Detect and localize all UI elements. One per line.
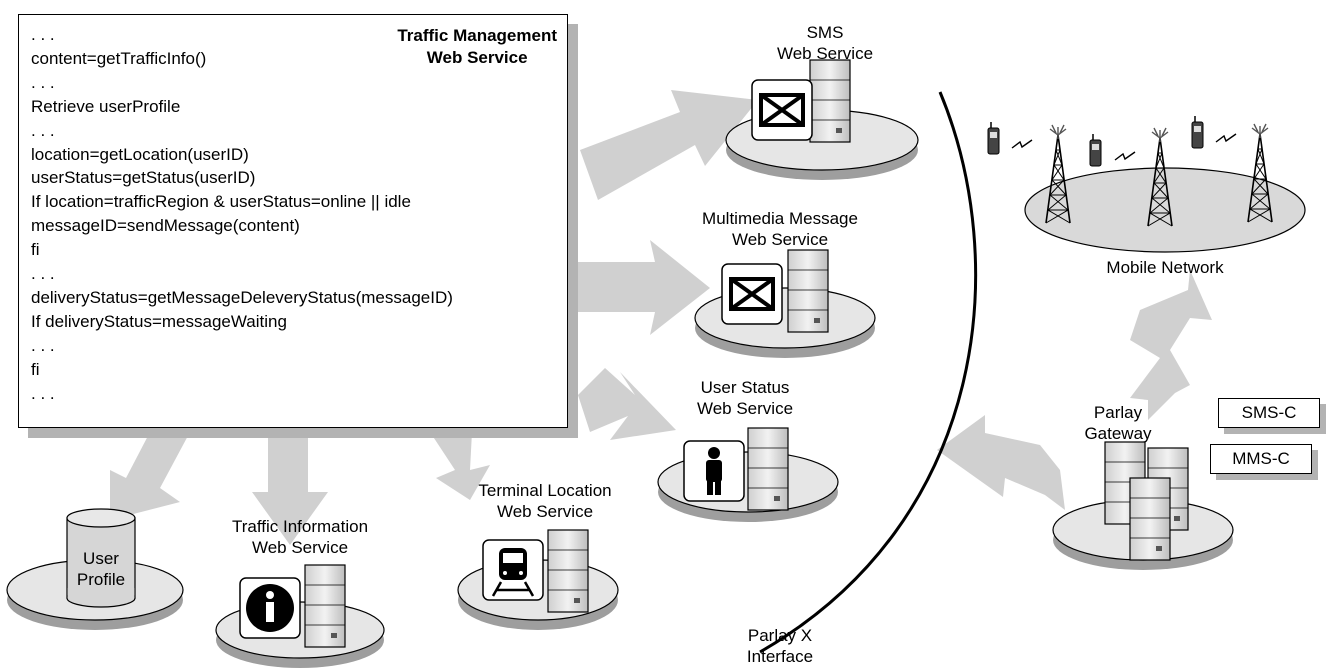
title-line-2: Web Service (426, 48, 528, 67)
sms-c-box: SMS-C (1218, 398, 1320, 428)
user-status-platform (657, 427, 839, 522)
code-lines: . . . content=getTrafficInfo() . . . Retrie… (31, 23, 453, 406)
user-profile-label: User Profile (66, 548, 136, 590)
arrow-gateway-mobile-network (1130, 270, 1212, 420)
code-line: . . . (31, 335, 55, 355)
code-line: If deliveryStatus=messageWaiting (31, 311, 287, 331)
mms-c-box: MMS-C (1210, 444, 1312, 474)
parlay-gateway-label-line2: Gateway (1084, 424, 1152, 443)
mms-platform (694, 249, 876, 358)
arrow-to-user-status (578, 368, 676, 440)
code-line: . . . (31, 72, 55, 92)
arrow-to-mms (575, 240, 710, 335)
code-line: deliveryStatus=getMessageDeleveryStatus(… (31, 287, 453, 307)
arrow-to-traffic-info (252, 432, 328, 545)
code-line: . . . (31, 25, 55, 44)
traffic-management-title: Traffic Management Web Service (397, 25, 557, 69)
arrow-to-terminal-location (430, 432, 490, 500)
database-icon (66, 508, 136, 608)
title-line-1: Traffic Management (397, 26, 557, 45)
code-line: content=getTrafficInfo() (31, 48, 207, 68)
code-line: fi (31, 359, 40, 379)
arrow-to-user-profile (110, 432, 190, 520)
user-status-label-line1: User Status (700, 378, 790, 397)
parlay-x-label-line2: Interface (746, 647, 814, 666)
parlay-gateway-platform (1052, 441, 1234, 570)
code-line: fi (31, 240, 40, 260)
parlay-x-interface-curve (759, 91, 978, 654)
sms-label-line1: SMS (806, 23, 844, 42)
code-line: If location=trafficRegion & userStatus=o… (31, 192, 411, 212)
terminal-location-label-line1: Terminal Location (478, 481, 612, 500)
traffic-info-label-line2: Web Service (251, 538, 349, 557)
arrow-to-sms (580, 90, 758, 200)
arrows (110, 90, 1212, 545)
code-line: messageID=sendMessage(content) (31, 216, 300, 236)
traffic-info-service-label: Traffic Information Web Service (200, 516, 400, 558)
user-profile-platform (6, 508, 184, 630)
code-line: . . . (31, 264, 55, 284)
mms-service-label: Multimedia Message Web Service (660, 208, 900, 250)
sms-platform (725, 59, 919, 180)
code-line: userStatus=getStatus(userID) (31, 168, 256, 188)
user-profile-label-line1: User (83, 549, 119, 568)
terminal-location-label-line2: Web Service (496, 502, 594, 521)
user-status-label-line2: Web Service (696, 399, 794, 418)
traffic-info-label-line1: Traffic Information (231, 517, 369, 536)
arrow-gateway-user-status (937, 415, 1065, 510)
user-profile-label-line2: Profile (76, 570, 126, 589)
mobile-network-group (987, 115, 1306, 253)
code-line: . . . (31, 383, 55, 403)
user-status-service-label: User Status Web Service (665, 377, 825, 419)
code-line: Retrieve userProfile (31, 96, 181, 116)
terminal-location-service-label: Terminal Location Web Service (445, 480, 645, 522)
sms-label-line2: Web Service (776, 44, 874, 63)
parlay-gateway-label-line1: Parlay (1093, 403, 1143, 422)
code-line: . . . (31, 120, 55, 140)
parlay-gateway-label: Parlay Gateway (1068, 402, 1168, 444)
code-line: location=getLocation(userID) (31, 144, 249, 164)
parlay-x-label-line1: Parlay X (747, 626, 813, 645)
traffic-management-code-box: . . . content=getTrafficInfo() . . . Retrie… (18, 14, 568, 428)
mms-label-line2: Web Service (731, 230, 829, 249)
parlay-x-interface-label: Parlay X Interface (730, 625, 830, 667)
traffic-info-platform (215, 564, 385, 668)
mobile-network-label: Mobile Network (1106, 258, 1224, 277)
sms-service-label: SMS Web Service (760, 22, 890, 64)
mms-label-line1: Multimedia Message (702, 209, 858, 228)
terminal-location-platform (457, 529, 619, 630)
